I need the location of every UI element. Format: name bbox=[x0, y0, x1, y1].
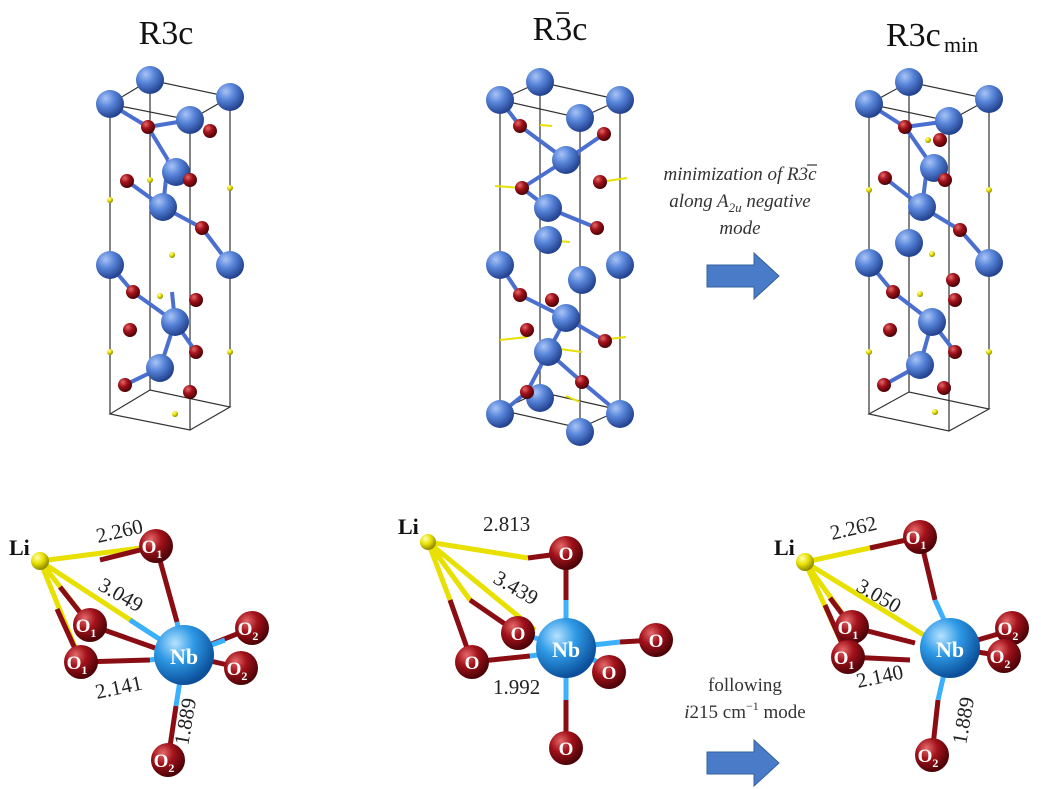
caption-bottom-line2: i215 cm−1 mode bbox=[684, 699, 806, 723]
distance-left-2: 3.049 bbox=[95, 573, 148, 617]
svg-text:O2: O2 bbox=[998, 619, 1019, 643]
cluster-left: Li Nb O1 O1 O1 O2 O2 O2 2.260 3.049 2.14… bbox=[9, 514, 269, 777]
svg-text:O2: O2 bbox=[990, 647, 1011, 671]
distance-right-2: 3.050 bbox=[853, 574, 906, 618]
title-r3barc: R3c bbox=[533, 11, 588, 48]
svg-text:O: O bbox=[559, 739, 574, 760]
o-atom-left-low: O1 bbox=[64, 645, 98, 679]
distance-middle-1: 2.813 bbox=[483, 512, 530, 536]
cluster-right: Li Nb O1 O1 O1 O2 O2 O2 2.262 3.050 2.14… bbox=[774, 511, 1029, 772]
distance-middle-2: 3.439 bbox=[490, 566, 543, 610]
o-atom-right-right1: O2 bbox=[995, 611, 1029, 645]
o-atom-left-mid: O1 bbox=[73, 608, 107, 642]
li-atom-middle bbox=[420, 534, 436, 550]
svg-text:O: O bbox=[559, 544, 574, 565]
o-atom-left-right1: O2 bbox=[235, 611, 269, 645]
o-atoms-r3c bbox=[118, 120, 217, 399]
cluster-middle: Li Nb O O O O O O 2.813 3.439 1.992 bbox=[398, 512, 673, 765]
svg-text:O2: O2 bbox=[238, 619, 259, 643]
o-atom-right-top: O1 bbox=[903, 520, 937, 554]
title-r3cmin: R3c min bbox=[886, 17, 978, 57]
o-atom-middle-top: O bbox=[549, 536, 583, 570]
o-atom-middle-lowright: O bbox=[592, 655, 626, 689]
bonds-nb-o-r3barc bbox=[498, 98, 622, 416]
caption-top-line3: mode bbox=[719, 218, 760, 239]
caption-bottom-line1: following bbox=[708, 675, 782, 696]
svg-text:O2: O2 bbox=[227, 659, 248, 683]
distance-right-1: 2.262 bbox=[828, 511, 879, 545]
svg-text:O: O bbox=[602, 663, 617, 684]
svg-text:O1: O1 bbox=[142, 537, 163, 561]
cell-r3barc bbox=[486, 68, 634, 446]
bonds-nb-o-r3cmin bbox=[867, 102, 991, 387]
svg-text:O2: O2 bbox=[918, 746, 939, 770]
li-atom-left bbox=[31, 552, 49, 570]
nb-atom-middle bbox=[536, 618, 596, 678]
o-atom-middle-lowleft: O bbox=[455, 645, 489, 679]
distance-middle-3: 1.992 bbox=[493, 675, 540, 699]
nb-label-middle: Nb bbox=[552, 637, 580, 662]
nb-atoms-r3barc bbox=[486, 68, 634, 446]
li-label-right: Li bbox=[774, 535, 795, 560]
o-atom-middle-left: O bbox=[501, 616, 535, 650]
nb-atoms-r3cmin bbox=[855, 68, 1003, 379]
distance-right-4: 1.889 bbox=[947, 695, 979, 746]
nb-label-right: Nb bbox=[936, 637, 964, 662]
o-atom-right-right2: O2 bbox=[987, 639, 1021, 673]
o-atom-right-low: O1 bbox=[831, 640, 865, 674]
arrow-bottom bbox=[706, 738, 780, 788]
nb-atoms-r3c bbox=[96, 66, 244, 382]
svg-text:O1: O1 bbox=[838, 618, 859, 642]
li-atoms-r3cmin bbox=[866, 137, 992, 415]
unit-cell-box-r3cmin bbox=[867, 81, 991, 432]
nb-label-left: Nb bbox=[170, 644, 198, 669]
title-r3cmin-main: R3c bbox=[886, 17, 941, 54]
o-atoms-r3cmin bbox=[877, 120, 967, 395]
svg-text:O1: O1 bbox=[906, 528, 927, 552]
caption-top-line2: along A2u negative bbox=[669, 191, 810, 215]
caption-top: minimization of R3c along A2u negative m… bbox=[663, 164, 817, 239]
o-atom-middle-right: O bbox=[639, 623, 673, 657]
caption-bottom: following i215 cm−1 mode bbox=[684, 675, 806, 723]
o-atom-left-right2: O2 bbox=[224, 651, 258, 685]
li-label-left: Li bbox=[9, 535, 30, 560]
nb-atom-left bbox=[154, 625, 214, 685]
cell-r3c bbox=[96, 66, 244, 431]
o-atom-right-mid: O1 bbox=[835, 610, 869, 644]
o-atom-middle-bottom: O bbox=[549, 731, 583, 765]
nb-atom-right bbox=[920, 618, 980, 678]
li-atoms-r3c bbox=[107, 177, 233, 417]
caption-top-line1: minimization of R3c bbox=[663, 164, 817, 185]
cell-r3cmin bbox=[855, 68, 1003, 432]
title-r3c: R3c bbox=[139, 15, 194, 52]
o-atom-left-top: O1 bbox=[139, 529, 173, 563]
svg-text:O: O bbox=[511, 624, 526, 645]
li-label-middle: Li bbox=[398, 514, 419, 539]
svg-text:O1: O1 bbox=[76, 616, 97, 640]
svg-text:O: O bbox=[465, 653, 480, 674]
li-atom-right bbox=[796, 553, 814, 571]
title-r3cmin-sub: min bbox=[944, 32, 978, 57]
bonds-nb-o-r3c bbox=[108, 102, 232, 387]
svg-text:O: O bbox=[649, 631, 664, 652]
title-r3barc-text: R3c bbox=[533, 11, 588, 48]
distance-left-3: 2.141 bbox=[93, 671, 144, 704]
svg-text:O1: O1 bbox=[67, 653, 88, 677]
o-atoms-r3barc bbox=[513, 119, 612, 399]
arrow-top bbox=[706, 251, 780, 301]
svg-text:O1: O1 bbox=[834, 648, 855, 672]
distance-left-1: 2.260 bbox=[94, 514, 145, 548]
o-atom-right-bottom: O2 bbox=[915, 738, 949, 772]
o-atom-left-bottom: O2 bbox=[151, 743, 185, 777]
svg-text:O2: O2 bbox=[154, 751, 175, 775]
